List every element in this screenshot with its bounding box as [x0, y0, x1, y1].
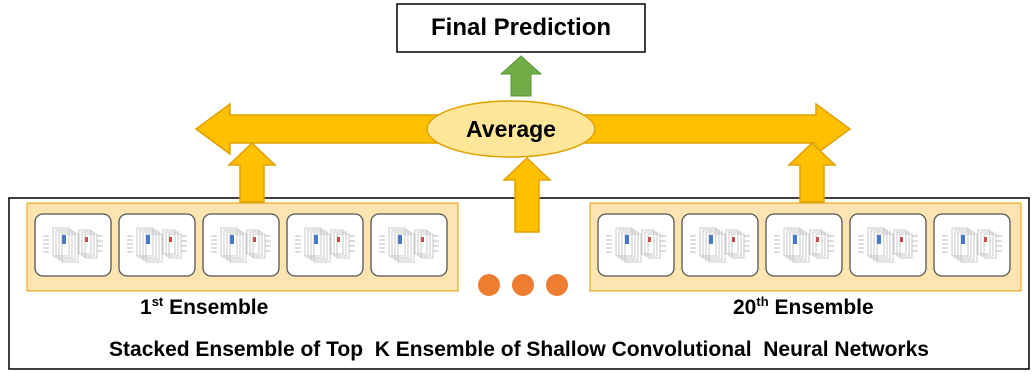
cnn-model-thumbnail [34, 213, 112, 277]
cnn-model-thumbnail [118, 213, 196, 277]
ensemble-20-up-arrow [787, 141, 837, 203]
ensemble-1-label: 1st Ensemble [140, 294, 268, 320]
cnn-model-thumbnail [681, 213, 759, 277]
ellipsis-dot [512, 274, 534, 296]
cnn-model-thumbnail [202, 213, 280, 277]
ensemble-1-text: Ensemble [169, 296, 269, 319]
cnn-model-thumbnail [765, 213, 843, 277]
ellipsis-dot [546, 274, 568, 296]
ensemble-1-models [34, 213, 448, 277]
ensemble-20-label: 20th Ensemble [733, 294, 874, 320]
cnn-model-thumbnail [849, 213, 927, 277]
ensemble-20-number: 20 [733, 296, 757, 319]
final-prediction-box [396, 3, 646, 53]
ensemble-20-ordinal: th [756, 294, 769, 309]
middle-up-arrow [502, 156, 552, 233]
average-node [426, 100, 596, 158]
cnn-model-thumbnail [370, 213, 448, 277]
ensemble-20-text: Ensemble [774, 296, 874, 319]
average-label: Average [466, 116, 556, 142]
output-arrow [499, 55, 543, 97]
ensemble-1-ordinal: st [151, 294, 164, 309]
ensemble-1-up-arrow [227, 141, 277, 203]
ensemble-1-number: 1 [140, 296, 152, 319]
ensemble-20-models [597, 213, 1011, 277]
cnn-model-thumbnail [597, 213, 675, 277]
final-prediction-label: Final Prediction [430, 14, 612, 41]
ellipsis-dot [478, 274, 500, 296]
cnn-model-thumbnail [933, 213, 1011, 277]
cnn-model-thumbnail [286, 213, 364, 277]
diagram-caption: Stacked Ensemble of Top K Ensemble of Sh… [109, 338, 929, 361]
